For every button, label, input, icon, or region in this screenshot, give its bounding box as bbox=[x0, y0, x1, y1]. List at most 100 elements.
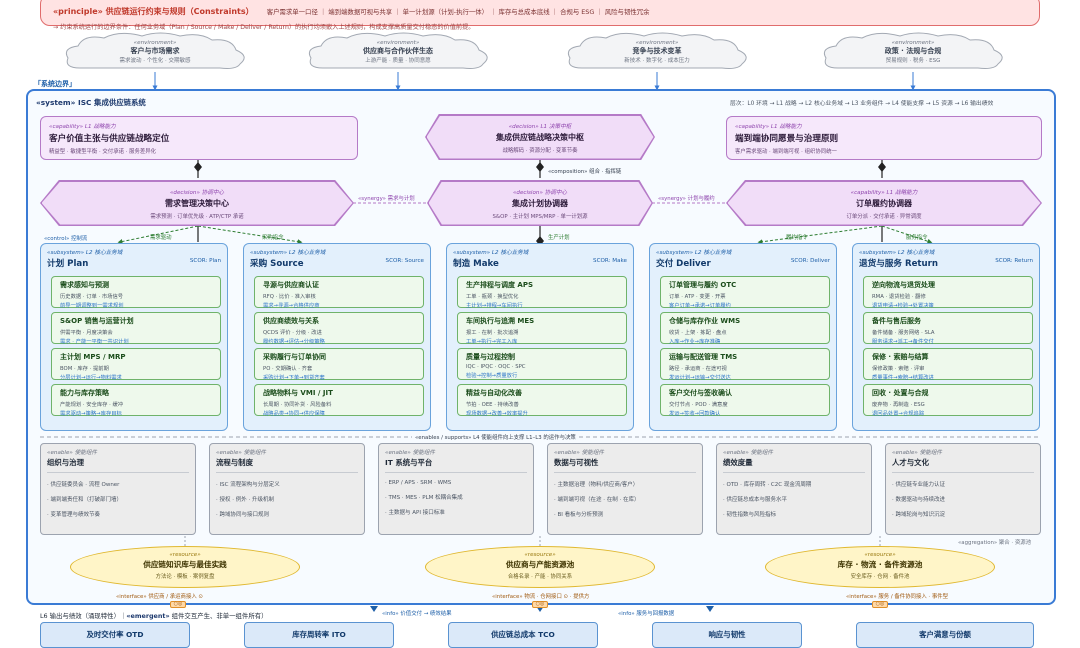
env-name: 供应商与合作伙伴生态 bbox=[363, 47, 433, 55]
output-layer-suffix: 组件交互产生、非单一组件所有） bbox=[169, 612, 268, 620]
cap-name: 客户价值主张与供应链战略定位 bbox=[49, 134, 170, 144]
module-name: 寻源与供应商认证 bbox=[263, 281, 319, 289]
principle-banner: «principle» 供应链运行约束与规则（Constraints） 客户需求… bbox=[40, 0, 1040, 31]
outcome-ito: 库存周转率 ITO bbox=[244, 622, 394, 648]
enabler-item: · BI 看板与分析预测 bbox=[554, 512, 604, 518]
subsystem-name: 计划 Plan bbox=[47, 259, 89, 269]
module-name: 战略物料与 VMI / JIT bbox=[263, 389, 333, 397]
module-flow: 退货申请→检验→处置决策 bbox=[872, 303, 934, 309]
resource-desc: 方法论 · 模板 · 案例复盘 bbox=[155, 574, 215, 580]
decision-desc: 战略解码 · 资源分配 · 变革节奏 bbox=[502, 147, 578, 154]
module-name: S&OP 销售与运营计划 bbox=[60, 317, 134, 325]
module-name: 供应商绩效与关系 bbox=[263, 317, 319, 325]
module-name: 订单管理与履约 OTC bbox=[669, 281, 737, 289]
subsystem-source: «subsystem» L2 核心业务域 采购 Source SCOR: Sou… bbox=[243, 243, 431, 431]
decision-desc: S&OP · 主计划 MPS/MRP · 单一计划源 bbox=[492, 213, 588, 220]
procure-cmd-label: 采购指令 bbox=[262, 235, 284, 241]
module-name: 生产排程与调度 APS bbox=[466, 281, 534, 289]
module-name: 回收 · 处置与合规 bbox=[872, 389, 929, 397]
decision-demand-center: «decision» 协调中心 需求管理决策中心 需求预测 · 订单优先级 · … bbox=[40, 180, 354, 226]
enabler-item: · 端到端责任和（打破部门墙） bbox=[47, 497, 122, 503]
interface-port[interactable]: ○◎ bbox=[872, 601, 888, 608]
composition-diamond bbox=[536, 162, 544, 172]
enabler-item: · TMS · MES · PLM 松耦合集成 bbox=[385, 495, 463, 501]
interface-label: «interface» 物流 · 仓网接口 ⊙ · 提供方 bbox=[492, 594, 590, 600]
module-name: 车间执行与追溯 MES bbox=[466, 317, 535, 325]
subsystem-stereo: «subsystem» L2 核心业务域 bbox=[656, 250, 732, 256]
module-flow: 需求 · 产能一平衡一共识计划 bbox=[60, 339, 129, 345]
module-flow: 入库→作业→库存准确 bbox=[669, 339, 721, 345]
enabler-item: · ERP / APS · SRM · WMS bbox=[385, 480, 452, 486]
scor-tag: SCOR: Deliver bbox=[790, 258, 830, 264]
subsystem-stereo: «subsystem» L2 核心业务域 bbox=[250, 250, 326, 256]
principle-items: 客户需求单一口径 ｜ 端到端数据可视与共享 ｜ 单一计划源（计划-执行一体） ｜… bbox=[266, 8, 650, 16]
cloud-shape bbox=[65, 32, 245, 69]
output-arrow bbox=[706, 606, 714, 612]
env-stereo: «environment» bbox=[376, 40, 420, 46]
module-flow: 分层计划→运行→物料需求 bbox=[60, 375, 122, 381]
decision-integrated-planner: «decision» 协调中心 集成计划协调器 S&OP · 主计划 MPS/M… bbox=[427, 180, 653, 226]
subsystem-stereo: «subsystem» L2 核心业务域 bbox=[859, 250, 935, 256]
cloud-shape bbox=[308, 32, 488, 69]
enabler-divider bbox=[554, 472, 696, 473]
subsystem-deliver: «subsystem» L2 核心业务域 交付 Deliver SCOR: De… bbox=[649, 243, 837, 431]
decision-stereo: «decision» 协调中心 bbox=[169, 189, 225, 196]
demand-signal-label: 需求驱动 bbox=[150, 235, 172, 241]
system-boundary-label: 「系统边界」 bbox=[34, 80, 76, 88]
module-desc: 订单 · ATP · 变更 · 开票 bbox=[669, 294, 726, 300]
decision-desc: 需求预测 · 订单优先级 · ATP/CTP 承诺 bbox=[150, 213, 244, 220]
enabler-item: · 主数据治理（物料/供应商/客户） bbox=[554, 482, 639, 488]
module-name: 采购履行与订单协同 bbox=[263, 353, 326, 361]
output-arrow bbox=[370, 606, 378, 612]
enabler-stereo: «enable» 使能组件 bbox=[216, 450, 267, 456]
scor-tag: SCOR: Plan bbox=[189, 258, 221, 264]
interface-port[interactable]: ○◎ bbox=[532, 601, 548, 608]
decision-order-fulfillment: «capability» L1 战略能力 订单履约协调器 订单分派 · 交付承诺… bbox=[726, 180, 1042, 226]
module-flow: 退回品处置→合规追踪 bbox=[872, 411, 925, 417]
enabler-process: «enable» 使能组件 流程与制度 · ISC 流程架构与分层定义 · 授权… bbox=[209, 443, 365, 535]
decision-name: 订单履约协调器 bbox=[856, 198, 912, 208]
aggregation-label: «aggregation» 聚合 · 资源池 bbox=[958, 540, 1032, 546]
module-name: 保修 · 索赔与结算 bbox=[872, 353, 929, 361]
scor-tag: SCOR: Return bbox=[995, 258, 1033, 264]
cloud-shape bbox=[823, 32, 1003, 69]
env-name: 客户与市场需求 bbox=[130, 47, 180, 55]
interface-port[interactable]: ○◎ bbox=[170, 601, 186, 608]
module-name: 运输与配送管理 TMS bbox=[669, 353, 738, 361]
resource-knowledge-base: «resource» 供应链知识库与最佳实践 方法论 · 模板 · 案例复盘 bbox=[70, 546, 300, 588]
module-desc: IQC · IPQC · OQC · SPC bbox=[466, 364, 526, 370]
enabler-stereo: «enable» 使能组件 bbox=[554, 450, 605, 456]
resource-inventory-pool: «resource» 库存 · 物流 · 备件资源池 安全库存 · 仓网 · 备… bbox=[765, 546, 995, 588]
principle-subtitle: → 约束系统运行的边界条件：任何业务域（Plan / Source / Make… bbox=[53, 24, 475, 31]
subsystem-stereo: «subsystem» L2 核心业务域 bbox=[47, 250, 123, 256]
enabler-stereo: «enable» 使能组件 bbox=[385, 450, 436, 456]
enabler-item: · 变革管理与绩效节奏 bbox=[47, 512, 100, 518]
info-link-label: «info» 服务与回报数据 bbox=[618, 611, 675, 617]
scor-tag: SCOR: Make bbox=[593, 258, 627, 264]
env-name: 政策 · 法规与合规 bbox=[884, 47, 942, 55]
enabler-data-visibility: «enable» 使能组件 数据与可视性 · 主数据治理（物料/供应商/客户） … bbox=[547, 443, 703, 535]
resource-stereo: «resource» bbox=[169, 552, 201, 558]
enabler-name: 绩效度量 bbox=[723, 458, 753, 467]
decision-name: 集成供应链战略决策中枢 bbox=[496, 132, 584, 142]
env-desc: 上游产能 · 质量 · 协同意愿 bbox=[365, 58, 431, 64]
principle-title: «principle» 供应链运行约束与规则（Constraints） bbox=[53, 7, 254, 16]
module-desc: 产能规划 · 安全库存 · 缓冲 bbox=[60, 402, 124, 408]
module-desc: 保修政策 · 索赔 · 评审 bbox=[872, 366, 925, 372]
enabler-divider bbox=[385, 472, 527, 473]
enabler-divider bbox=[47, 472, 189, 473]
decision-name: 集成计划协调器 bbox=[512, 198, 568, 208]
module-flow: 前导一期调整到一需求规划 bbox=[60, 303, 124, 309]
enabler-governance: «enable» 使能组件 组织与治理 · 供应链委员会 · 流程 Owner … bbox=[40, 443, 196, 535]
info-link-label: «info» 价值交付 → 绩效结果 bbox=[382, 611, 452, 617]
enabler-item: · ISC 流程架构与分层定义 bbox=[216, 482, 280, 488]
enabler-name: 组织与治理 bbox=[47, 458, 84, 467]
